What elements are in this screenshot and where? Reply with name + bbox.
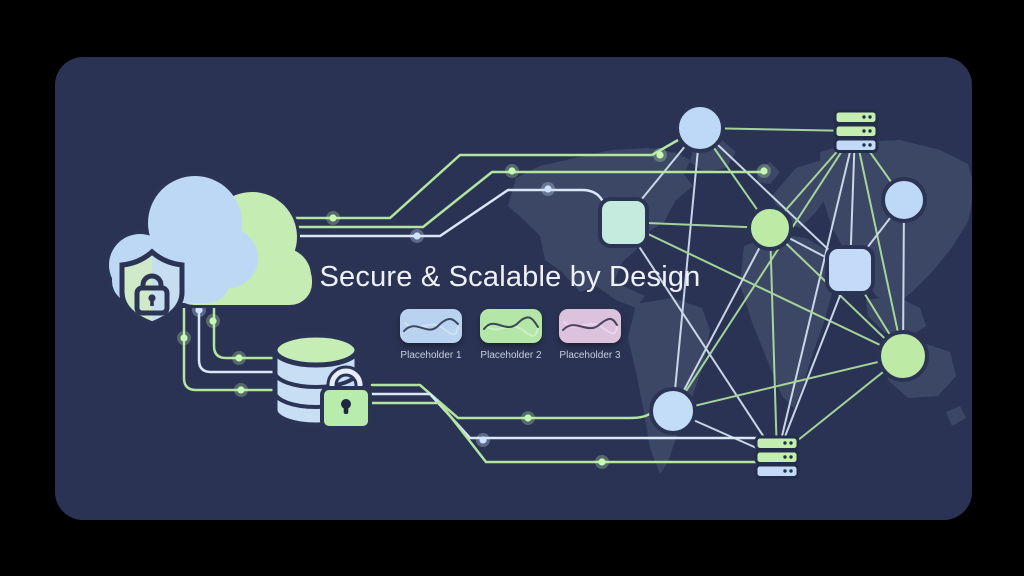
network-node-square-teal (598, 197, 649, 248)
network-node-circle-bottom (649, 387, 697, 435)
network-node-circle-right (881, 177, 927, 223)
placeholder-label-3: Placeholder 3 (559, 350, 621, 361)
placeholder-thumbnail-1 (400, 309, 462, 343)
slide-title: Secure & Scalable by Design (319, 261, 701, 293)
wave-sparkline-icon (403, 318, 459, 336)
wave-sparkline-icon (562, 318, 618, 335)
placeholder-thumbnail-2 (480, 309, 542, 343)
database-icon (272, 332, 372, 430)
padlock-icon (134, 273, 170, 316)
database-lock-icon (320, 365, 372, 430)
placeholder-card-2: Placeholder 2 (479, 309, 543, 361)
circuit-traces (182, 130, 766, 464)
placeholder-card-3: Placeholder 3 (558, 309, 622, 361)
network-node-circle-green-right (877, 330, 929, 382)
wave-sparkline-icon (483, 316, 539, 337)
server-stack-icon-bottom (754, 435, 800, 479)
placeholder-label-2: Placeholder 2 (480, 350, 542, 361)
server-stack-icon-top (833, 109, 879, 153)
placeholder-thumbnail-3 (559, 309, 621, 343)
network-nodes (598, 103, 929, 435)
network-node-square-blue (825, 245, 875, 295)
shield-lock-icon (119, 248, 185, 327)
network-node-circle-top (675, 103, 725, 153)
placeholder-card-1: Placeholder 1 (399, 309, 463, 361)
network-node-circle-green (747, 205, 793, 251)
placeholder-label-1: Placeholder 1 (400, 350, 462, 361)
